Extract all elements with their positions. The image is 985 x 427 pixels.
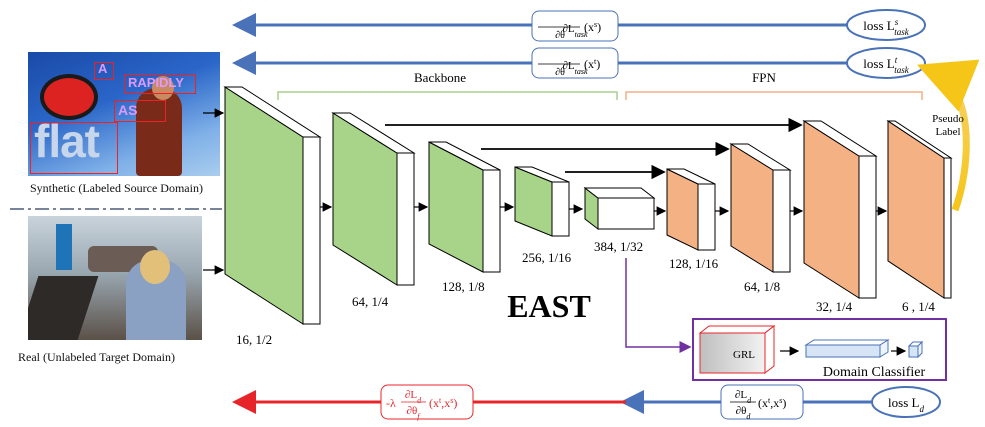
layer-3-label: 128, 1/8: [442, 279, 485, 294]
reversed-gradient-denominator: ∂θf: [407, 405, 422, 421]
fpn-label: FPN: [752, 70, 776, 85]
layer-3-block: [428, 141, 501, 273]
layer-4-label: 256, 1/16: [522, 250, 572, 265]
flat-text: flat: [34, 115, 100, 167]
layer-5-block: [583, 186, 656, 231]
layer-8-label: 32, 1/4: [816, 299, 853, 314]
layer-6-block: [666, 168, 716, 251]
source-loss-node: [846, 9, 926, 41]
target-caption: Real (Unlabeled Target Domain): [18, 350, 175, 364]
branch-to-classifier: [625, 258, 692, 353]
woman-head: [140, 250, 170, 284]
region-text-a: A: [98, 61, 108, 76]
source-gradient-arg: (xs): [584, 20, 601, 35]
text-box-rapidly: [124, 74, 196, 94]
region-text-as: AS: [118, 102, 138, 118]
layer-1-block: [223, 86, 322, 325]
layer-9-label: 6 , 1/4: [902, 299, 935, 314]
model-title: EAST: [507, 288, 591, 324]
region-text-rapidly: RAPIDLY: [128, 75, 184, 90]
layer-1-label: 16, 1/2: [236, 332, 272, 347]
source-gradient-box: [531, 10, 619, 42]
layer-4-block: [514, 166, 570, 237]
backbone-bracket: [277, 91, 618, 100]
pseudo-label-arrow: [917, 59, 980, 212]
synthetic-source-image: A RAPIDLY AS flat: [28, 52, 220, 176]
player-head: [152, 76, 174, 100]
source-gradient-formula: ∂Ltask: [562, 23, 587, 39]
sign-banner: [56, 224, 72, 270]
domain-gradient-arg: (xt,xs): [758, 396, 786, 411]
source-caption: Synthetic (Labeled Source Domain): [30, 181, 203, 195]
domain-classifier-title: Domain Classifier: [823, 365, 926, 380]
fc-layer-block: [804, 339, 890, 358]
domain-gradient-formula: ∂Ld: [735, 389, 752, 405]
layer-8-block: [802, 120, 878, 299]
reversed-gradient-formula: ∂Ld: [405, 389, 422, 405]
racket-graphic: [40, 74, 98, 120]
tennis-player-figure: [136, 88, 182, 176]
real-target-image: [28, 216, 202, 340]
layer-2-block: [331, 112, 416, 286]
layer-6-label: 128, 1/16: [669, 256, 719, 271]
reversed-gradient-box: [380, 384, 474, 420]
fpn-bracket: [625, 91, 923, 100]
reversed-gradient-prefix: -λ: [386, 396, 396, 410]
text-box-as: [114, 100, 166, 122]
target-gradient-formula: ∂Ltask: [562, 60, 587, 76]
text-box-flat: [30, 122, 118, 174]
grl-block: [698, 324, 776, 375]
grl-label: GRL: [733, 349, 755, 361]
layer-7-block: [729, 143, 792, 273]
target-gradient-box: [531, 47, 619, 79]
layer-7-label: 64, 1/8: [744, 279, 780, 294]
backbone-label: Backbone: [414, 70, 466, 85]
target-gradient-arg: (xt): [584, 57, 600, 72]
reversed-gradient-arg: (xt,xs): [429, 396, 457, 411]
domain-loss-node: [871, 386, 941, 418]
domain-gradient-denominator: ∂θd: [736, 405, 752, 421]
layer-5-label: 384, 1/32: [594, 239, 643, 254]
domain-loss-label: loss Ld: [888, 395, 924, 414]
domain-gradient-box: [720, 384, 804, 420]
text-box-a: [94, 62, 114, 80]
layer-9-block: [886, 120, 953, 299]
source-gradient-denominator: ∂θ: [555, 30, 565, 41]
classifier-output-block: [907, 340, 924, 359]
layer-2-label: 64, 1/4: [352, 294, 389, 309]
target-gradient-denominator: ∂θ: [555, 67, 565, 78]
